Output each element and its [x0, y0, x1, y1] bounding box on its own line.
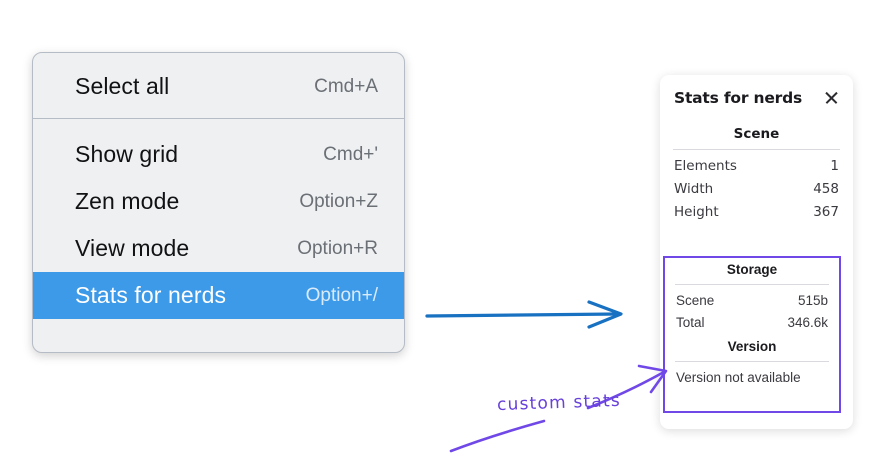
menu-separator	[33, 118, 404, 119]
version-text: Version not available	[676, 370, 801, 385]
menu-item-select-all[interactable]: Select all Cmd+A	[33, 63, 404, 110]
section-heading: Version	[727, 339, 777, 354]
menu-item-label: View mode	[75, 235, 190, 261]
stats-for-nerds-panel: Stats for nerds Scene Elements 1 Width 4…	[660, 75, 853, 429]
stat-value: 458	[813, 180, 839, 197]
stat-row: Width 458	[672, 177, 841, 200]
stat-value: 515b	[797, 292, 828, 308]
close-icon[interactable]	[823, 90, 839, 106]
menu-item-label: Select all	[75, 73, 170, 99]
stat-value: 1	[830, 157, 839, 174]
custom-stats-region: Storage Scene 515b Total 346.6k Version …	[663, 256, 841, 413]
purple-underline-stroke	[449, 419, 546, 453]
section-heading: Scene	[733, 126, 780, 142]
menu-item-label: Zen mode	[75, 188, 180, 214]
section-divider	[675, 284, 829, 285]
stat-row: Total 346.6k	[674, 311, 830, 333]
stats-panel-title: Stats for nerds	[674, 89, 803, 107]
menu-item-shortcut: Option+R	[297, 237, 378, 259]
menu-group-1: Select all Cmd+A	[33, 53, 404, 118]
menu-item-zen-mode[interactable]: Zen mode Option+Z	[33, 178, 404, 225]
stat-label: Scene	[676, 292, 715, 308]
menu-item-shortcut: Cmd+A	[314, 75, 378, 97]
stat-label: Total	[676, 314, 705, 330]
section-divider	[673, 149, 840, 150]
stat-row: Scene 515b	[674, 289, 830, 311]
menu-item-show-grid[interactable]: Show grid Cmd+'	[33, 131, 404, 178]
stats-panel-header: Stats for nerds	[672, 89, 841, 107]
menu-item-view-mode[interactable]: View mode Option+R	[33, 225, 404, 272]
stats-section-scene: Scene Elements 1 Width 458 Height 367	[672, 123, 841, 223]
stats-section-storage: Storage Scene 515b Total 346.6k	[674, 256, 830, 333]
stat-row: Height 367	[672, 200, 841, 223]
handwritten-annotation-label: custom stats	[496, 390, 622, 416]
stat-label: Elements	[674, 157, 737, 174]
menu-item-shortcut: Cmd+'	[323, 143, 378, 165]
blue-arrow	[425, 300, 623, 329]
menu-item-label: Show grid	[75, 141, 179, 167]
stat-value: 346.6k	[787, 314, 828, 330]
menu-item-shortcut: Option+Z	[299, 190, 378, 212]
stat-label: Height	[674, 203, 719, 220]
menu-group-2: Show grid Cmd+' Zen mode Option+Z View m…	[33, 119, 404, 319]
stat-row: Elements 1	[672, 154, 841, 177]
menu-item-stats-for-nerds[interactable]: Stats for nerds Option+/	[33, 272, 404, 319]
menu-item-shortcut: Option+/	[305, 284, 378, 306]
section-divider	[675, 361, 829, 362]
menu-item-label: Stats for nerds	[75, 282, 227, 308]
stats-section-version: Version Version not available	[674, 333, 830, 389]
context-menu[interactable]: Select all Cmd+A Show grid Cmd+' Zen mod…	[32, 52, 405, 353]
stat-label: Width	[674, 180, 714, 197]
section-heading: Storage	[726, 262, 778, 277]
stat-value: 367	[813, 203, 839, 220]
